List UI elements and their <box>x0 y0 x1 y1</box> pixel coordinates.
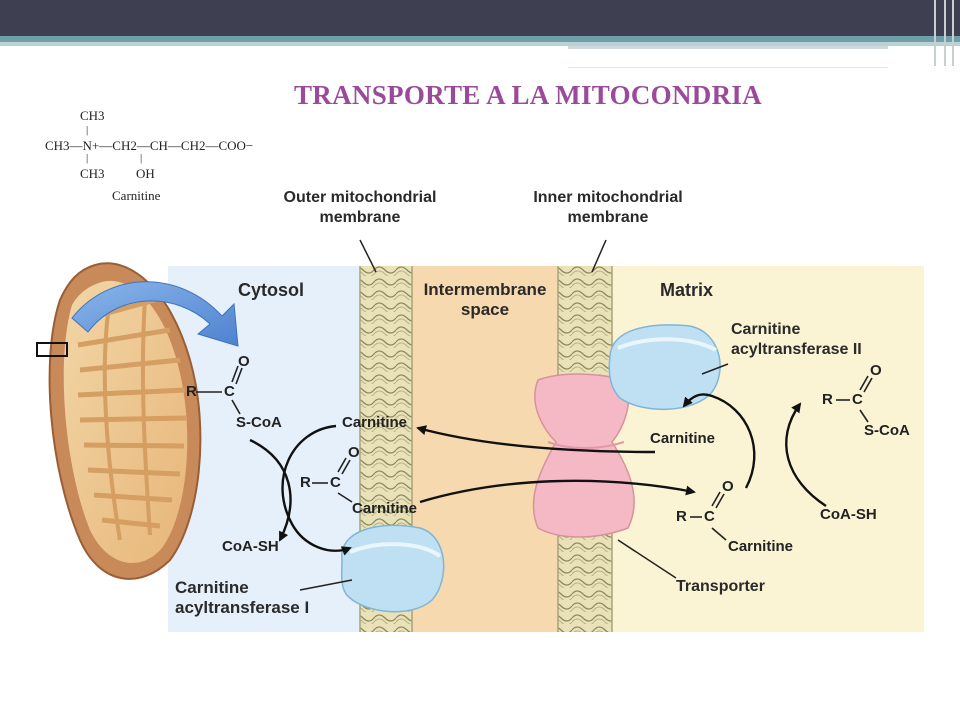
slide-accent-bar <box>0 36 960 42</box>
matrix-acylcarnitine-r: R <box>676 508 687 525</box>
zoom-arrow <box>71 281 239 347</box>
slide-tab-decoration <box>568 46 888 68</box>
zoom-box <box>36 342 68 357</box>
acylcarnitine-r: R <box>300 474 311 491</box>
cat1-enzyme <box>340 524 445 613</box>
slide-edge-line <box>944 0 946 66</box>
matrix-acylcoa-scoa: S-CoA <box>864 422 910 439</box>
cat1-label: Carnitine acyltransferase I <box>175 578 310 617</box>
carnitine-cytosol: Carnitine <box>342 414 408 431</box>
carnitine-name: Carnitine <box>112 188 161 203</box>
ch3-bottom: CH3 <box>80 166 105 181</box>
matrix-acylcoa-o: O <box>870 362 882 379</box>
carnitine-return-arrow <box>416 425 656 454</box>
acylcoa-c: C <box>224 383 235 400</box>
matrix-acylcarnitine-o: O <box>722 478 734 495</box>
slide-edge-line <box>952 0 954 66</box>
matrix-acylcoa-c: C <box>852 391 863 408</box>
slide-header-bar <box>0 0 960 36</box>
acylcarnitine-c: C <box>330 474 341 491</box>
coash-cytosol: CoA-SH <box>222 538 279 555</box>
cat2-label: Carnitine acyltransferase II <box>731 321 862 358</box>
hydroxyl: OH <box>136 166 155 181</box>
mitochondrion-illustration <box>36 262 202 580</box>
acylcarnitine-matrix: Carnitine <box>728 538 794 555</box>
transporter-label: Transporter <box>676 578 765 595</box>
acylcoa-to-coash-arc <box>249 438 292 542</box>
acylcarnitine-import-arrow <box>419 479 696 504</box>
carnitine-matrix: Carnitine <box>650 430 716 447</box>
cat2-reaction-arc <box>682 393 756 489</box>
transporter-protein <box>532 373 635 538</box>
bond-vertical: | <box>86 124 89 136</box>
matrix-acylcarnitine-c: C <box>704 508 715 525</box>
acylcarnitine-cytosol: Carnitine <box>352 500 418 517</box>
matrix-label: Matrix <box>660 280 714 300</box>
bond-vertical: | <box>140 152 143 164</box>
coash-to-acylcoa-arc <box>785 402 827 508</box>
slide-title: TRANSPORTE A LA MITOCONDRIA <box>294 80 762 110</box>
carnitine-main-chain: CH3—N+—CH2—CH—CH2—COO− <box>45 138 254 153</box>
intermembrane-label: Intermembrane space <box>423 280 547 319</box>
slide-edge-line <box>934 0 936 66</box>
matrix-acylcoa-r: R <box>822 391 833 408</box>
acylcarnitine-o: O <box>348 444 360 461</box>
cat1-reaction-arc <box>281 424 352 556</box>
cytosol-label: Cytosol <box>238 280 305 300</box>
acylcoa-r: R <box>186 383 197 400</box>
ch3-top: CH3 <box>80 108 105 123</box>
slide-accent-bar-light <box>0 42 960 46</box>
acylcoa-scoa: S-CoA <box>236 414 282 431</box>
bond-vertical: | <box>86 152 89 164</box>
acylcoa-o: O <box>238 353 250 370</box>
inner-membrane-label: Inner mitochondrial membrane <box>533 189 683 226</box>
cat2-enzyme <box>608 324 721 411</box>
coash-matrix: CoA-SH <box>820 506 877 523</box>
outer-membrane-label: Outer mitochondrial membrane <box>283 189 437 226</box>
